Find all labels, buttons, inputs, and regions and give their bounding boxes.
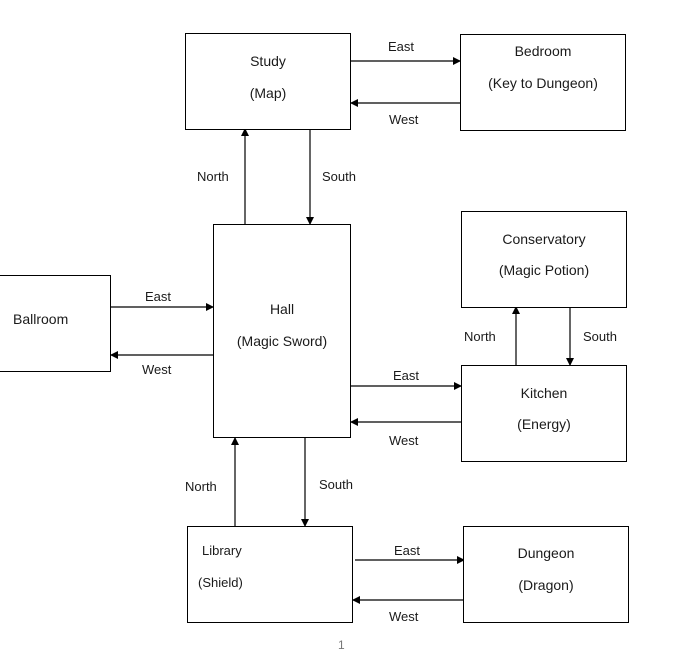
room-hall: Hall (Magic Sword)	[213, 224, 351, 438]
room-study: Study (Map)	[185, 33, 351, 130]
label-kitchen-north: North	[464, 329, 496, 344]
label-ballroom-east: East	[145, 289, 172, 304]
room-item: (Energy)	[517, 416, 571, 432]
room-name: Dungeon	[517, 545, 575, 561]
room-name: Conservatory	[502, 231, 586, 247]
room-item: (Dragon)	[518, 577, 574, 593]
room-ballroom: Ballroom	[0, 275, 111, 372]
room-kitchen: Kitchen (Energy)	[461, 365, 627, 462]
label-hall-east: East	[393, 368, 420, 383]
room-item: (Magic Sword)	[236, 333, 328, 349]
label-dungeon-west: West	[389, 609, 419, 624]
room-bedroom: Bedroom (Key to Dungeon)	[460, 34, 626, 131]
label-kitchen-west: West	[389, 433, 419, 448]
label-conservatory-south: South	[583, 329, 617, 344]
room-item: (Map)	[249, 85, 287, 101]
room-name: Library	[202, 543, 242, 558]
room-item: (Key to Dungeon)	[488, 75, 598, 91]
label-library-east: East	[394, 543, 421, 558]
room-name: Kitchen	[520, 385, 568, 401]
room-dungeon: Dungeon (Dragon)	[463, 526, 629, 623]
label-study-east: East	[388, 39, 415, 54]
room-item: (Shield)	[198, 575, 243, 590]
room-conservatory: Conservatory (Magic Potion)	[461, 211, 627, 308]
label-hall-north: North	[197, 169, 229, 184]
label-study-south: South	[322, 169, 356, 184]
label-hall-west: West	[142, 362, 172, 377]
label-library-north: North	[185, 479, 217, 494]
room-name: Hall	[269, 301, 295, 317]
room-item: (Magic Potion)	[498, 262, 590, 278]
label-bedroom-west: West	[389, 112, 419, 127]
room-name: Study	[250, 53, 286, 69]
page-number: 1	[338, 638, 345, 652]
label-hall-south: South	[319, 477, 353, 492]
room-library: Library (Shield)	[187, 526, 353, 623]
room-name: Ballroom	[13, 311, 69, 327]
room-name: Bedroom	[514, 43, 572, 59]
